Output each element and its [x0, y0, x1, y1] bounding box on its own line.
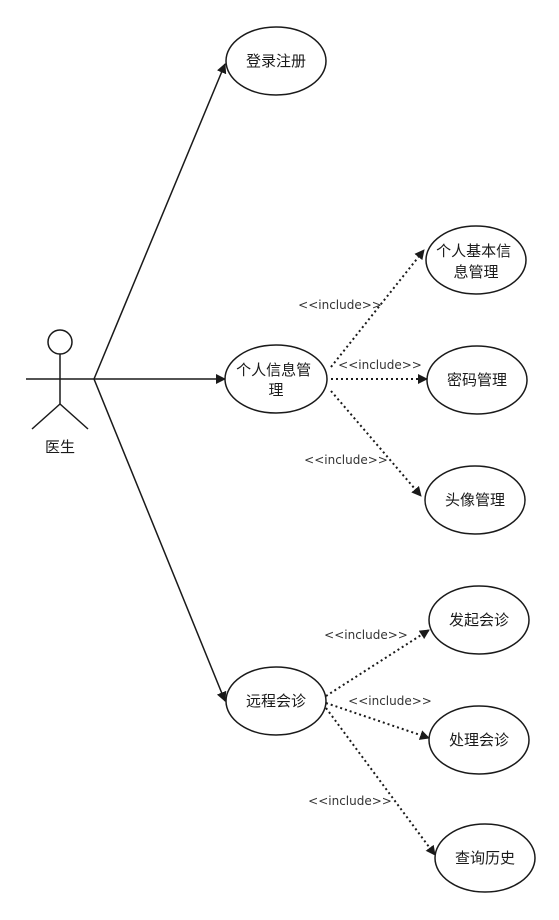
- actor-doctor: 医生: [26, 329, 94, 456]
- include-label-password: <<include>>: [338, 358, 422, 372]
- use-case-consultation-label: 远程会诊: [246, 692, 306, 710]
- use-case-basic-info-label-line2: 息管理: [453, 263, 498, 281]
- include-label-avatar: <<include>>: [304, 453, 388, 467]
- include-edge-history: [325, 707, 436, 856]
- use-case-basic-info-label-line1: 个人基本信: [436, 242, 511, 260]
- actor-label: 医生: [45, 438, 75, 456]
- include-label-handle-consult: <<include>>: [348, 694, 432, 708]
- assoc-login: [93, 63, 227, 380]
- use-case-handle-consult-label: 处理会诊: [449, 731, 509, 749]
- svg-text:个人基本信 息管理: 个人基本信 息管理: [436, 242, 516, 281]
- svg-text:发起会诊: 发起会诊: [449, 611, 509, 629]
- svg-text:密码管理: 密码管理: [447, 371, 507, 389]
- include-edge-avatar: [330, 390, 422, 497]
- svg-text:远程会诊: 远程会诊: [246, 692, 306, 710]
- include-label-history: <<include>>: [308, 794, 392, 808]
- use-case-start-consult-label: 发起会诊: [449, 611, 509, 629]
- actor-left-leg: [31, 403, 61, 430]
- include-label-basic-info: <<include>>: [298, 298, 382, 312]
- actor-head: [47, 329, 73, 355]
- use-case-password-label: 密码管理: [447, 371, 507, 389]
- use-case-start-consult[interactable]: 发起会诊: [428, 585, 530, 655]
- use-case-personal-info-label-line2: 理: [268, 381, 283, 399]
- use-case-password[interactable]: 密码管理: [426, 345, 528, 415]
- svg-text:个人信息管 理: 个人信息管 理: [236, 361, 316, 399]
- use-case-history[interactable]: 查询历史: [434, 823, 536, 893]
- use-case-avatar-label: 头像管理: [445, 491, 505, 509]
- use-case-avatar[interactable]: 头像管理: [424, 465, 526, 535]
- use-case-personal-info[interactable]: 个人信息管 理: [224, 344, 328, 414]
- svg-text:查询历史: 查询历史: [455, 849, 515, 867]
- actor-right-leg: [59, 403, 89, 430]
- use-case-consultation[interactable]: 远程会诊: [225, 666, 327, 736]
- use-case-history-label: 查询历史: [455, 849, 515, 867]
- svg-text:登录注册: 登录注册: [246, 52, 306, 70]
- use-case-personal-info-label-line1: 个人信息管: [236, 361, 311, 379]
- include-edge-handle-consult: [325, 702, 430, 740]
- use-case-login-label: 登录注册: [246, 52, 306, 70]
- svg-text:处理会诊: 处理会诊: [449, 731, 509, 749]
- use-case-basic-info[interactable]: 个人基本信 息管理: [425, 225, 527, 295]
- include-edge-start-consult: [325, 629, 430, 697]
- use-case-login[interactable]: 登录注册: [225, 26, 327, 96]
- svg-text:头像管理: 头像管理: [445, 491, 505, 509]
- use-case-handle-consult[interactable]: 处理会诊: [428, 705, 530, 775]
- include-label-start-consult: <<include>>: [324, 628, 408, 642]
- assoc-consultation: [93, 378, 227, 702]
